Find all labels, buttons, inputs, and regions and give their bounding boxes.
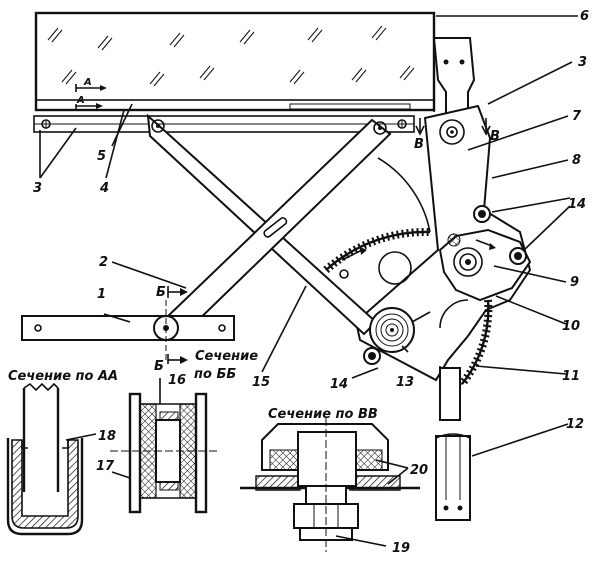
section-mark-a1: A <box>83 77 92 88</box>
section-v-marks: В В <box>414 118 500 152</box>
label-14-upper: 14 <box>568 197 586 212</box>
section-mark-b1: Б <box>156 285 166 300</box>
label-14-lower: 14 <box>330 377 348 392</box>
door-bracket-upper <box>432 37 476 119</box>
label-2: 2 <box>99 255 108 270</box>
label-12: 12 <box>566 417 584 432</box>
lower-guide-rail <box>21 300 235 360</box>
section-mark-v1: В <box>414 137 424 152</box>
section-vv-detail <box>240 418 420 552</box>
label-16: 16 <box>168 373 186 388</box>
label-3-left: 3 <box>33 181 42 196</box>
label-15: 15 <box>252 375 270 390</box>
label-17: 17 <box>96 459 115 474</box>
section-mark-a2: A <box>76 95 85 106</box>
leader-lines <box>39 15 578 547</box>
label-7: 7 <box>572 109 582 124</box>
label-6: 6 <box>580 9 589 24</box>
section-a-marks: A A <box>75 77 107 110</box>
label-8: 8 <box>572 153 581 168</box>
label-13: 13 <box>396 375 414 390</box>
label-10: 10 <box>562 319 580 334</box>
label-19: 19 <box>392 541 410 556</box>
section-aa-detail <box>6 382 84 536</box>
label-3-right: 3 <box>578 55 587 70</box>
section-b-marks: Б Б <box>154 285 188 374</box>
spiral-spring <box>369 307 431 353</box>
label-9: 9 <box>570 275 579 290</box>
caption-section-vv: Сечение по ВВ <box>268 407 378 422</box>
caption-section-aa: Сечение по АА <box>8 369 118 384</box>
label-11: 11 <box>562 369 580 384</box>
label-4: 4 <box>99 181 109 196</box>
section-mark-v2: В <box>490 129 500 144</box>
callout-labels: 1 2 3 3 4 5 6 7 8 9 10 11 12 13 14 14 15… <box>33 9 589 556</box>
glass-guide-rail <box>33 115 415 133</box>
lift-arm-cross <box>164 118 392 334</box>
section-bb-detail <box>110 392 220 514</box>
crank-mechanism <box>438 205 532 302</box>
door-bracket-lower <box>435 367 471 521</box>
section-mark-b2: Б <box>154 359 164 374</box>
label-5: 5 <box>97 149 106 164</box>
label-20: 20 <box>410 463 428 478</box>
caption-section-bb-line2: по ББ <box>194 367 236 382</box>
drive-gear <box>339 247 469 329</box>
section-captions: Сечение по АА Сечение по ББ Сечение по В… <box>8 349 378 422</box>
caption-section-bb-line1: Сечение <box>195 349 258 364</box>
gear-sector <box>323 157 431 273</box>
rivet-lower <box>363 347 381 365</box>
glass-pane <box>34 11 436 112</box>
label-1: 1 <box>97 287 106 302</box>
label-18: 18 <box>98 429 116 444</box>
